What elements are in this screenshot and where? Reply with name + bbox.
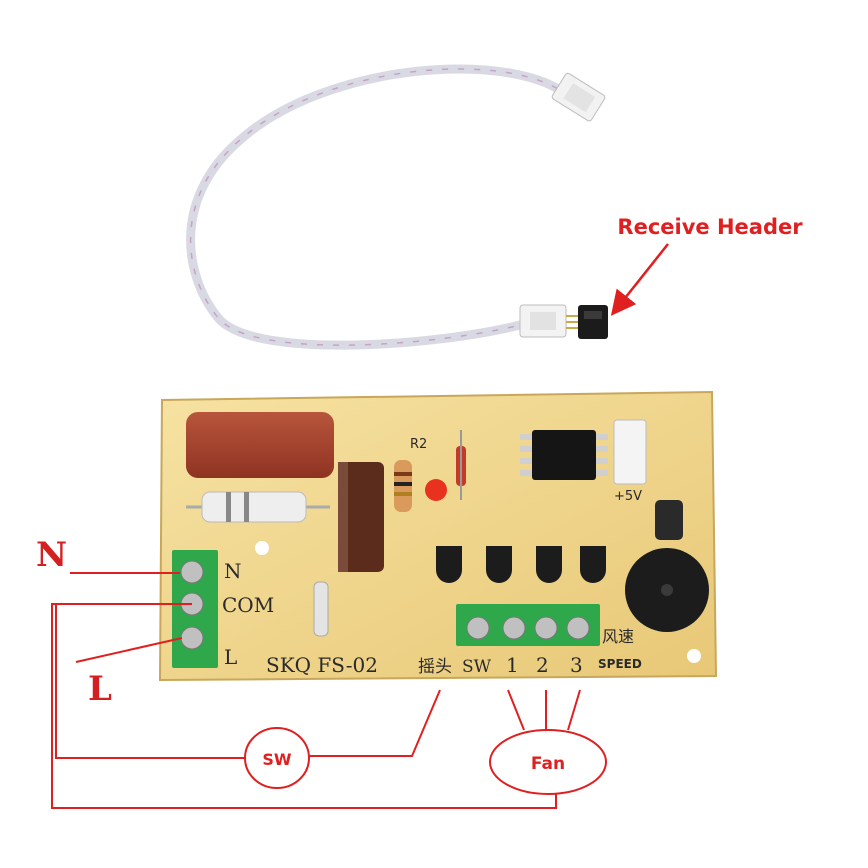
sw-pin-label: SW xyxy=(462,657,492,677)
pin-n-label: N xyxy=(224,559,242,583)
speed-cn-label: 风速 xyxy=(602,627,634,646)
sw-callout-label: SW xyxy=(262,750,292,769)
white-header xyxy=(613,419,647,485)
pin-l-label: L xyxy=(224,645,237,669)
x2-capacitor xyxy=(186,412,334,478)
fan-terminal-block xyxy=(456,604,600,646)
pin-com-label: COM xyxy=(222,593,274,617)
fuse xyxy=(313,581,329,637)
ir-receiver xyxy=(578,305,608,339)
r2-label: R2 xyxy=(410,437,427,452)
sw-ellipse xyxy=(244,727,310,789)
red-led xyxy=(425,479,447,501)
transistor-q3 xyxy=(536,546,562,583)
power-resistor xyxy=(186,491,330,523)
top-connector xyxy=(551,72,606,122)
small-capacitor xyxy=(655,500,683,540)
speed-1-label: 1 xyxy=(506,653,519,677)
transistor-q2 xyxy=(486,546,512,583)
live-label: L xyxy=(88,669,112,709)
power-terminal-block xyxy=(172,550,218,668)
receive-header-label: Receive Header xyxy=(617,215,803,239)
transistor-q4 xyxy=(580,546,606,583)
receive-header-arrow xyxy=(610,243,669,316)
speed-2-label: 2 xyxy=(536,653,549,677)
transistor-q1 xyxy=(436,546,462,583)
cable-assembly xyxy=(186,64,608,350)
ic-chip xyxy=(520,430,608,480)
ribbon-cable xyxy=(186,64,575,350)
model-label: SKQ FS-02 xyxy=(266,653,378,677)
neutral-label: N xyxy=(36,535,67,575)
fan-callout-label: Fan xyxy=(531,754,565,774)
pcb-board: R2 +5V xyxy=(158,390,718,682)
speed-en-label: SPEED xyxy=(598,657,642,671)
speed-3-label: 3 xyxy=(570,653,583,677)
swing-cn-label: 摇头 xyxy=(418,657,452,677)
electrolytic-capacitor xyxy=(338,462,384,572)
plus5v-label: +5V xyxy=(614,489,642,504)
wiring-annotations xyxy=(51,572,581,809)
bottom-connector xyxy=(519,304,580,338)
fan-ellipse xyxy=(489,729,607,795)
